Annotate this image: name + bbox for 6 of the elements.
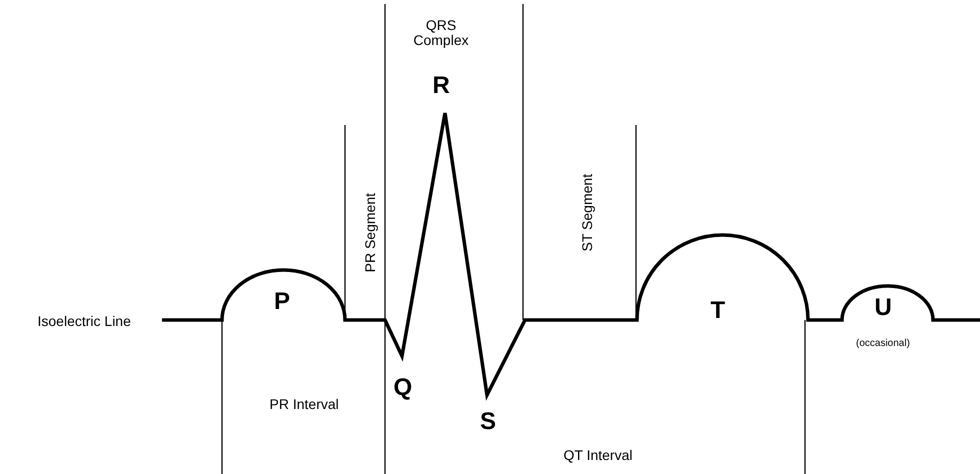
interval-label: QT Interval — [564, 448, 632, 463]
interval-label: QRS Complex — [412, 18, 470, 48]
interval-label: PR Interval — [270, 396, 339, 412]
wave-letter: S — [480, 409, 496, 436]
baseline-label: Isoelectric Line — [38, 314, 131, 329]
wave-letter: R — [432, 73, 450, 100]
